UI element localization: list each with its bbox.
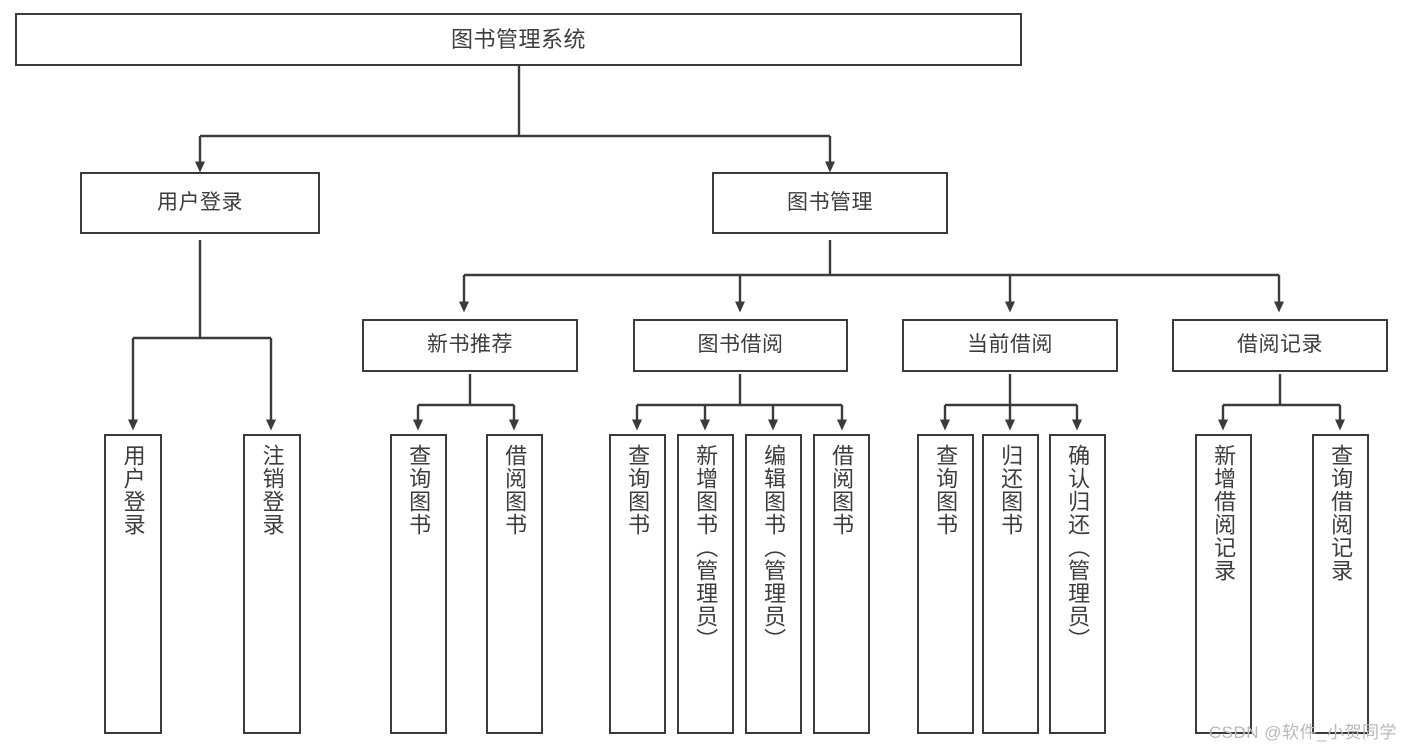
node-label: 当前借阅 <box>967 333 1053 357</box>
leaf-borrow-book-1[interactable]: 借阅图书 <box>486 434 543 734</box>
node-label: 图书借阅 <box>697 333 784 357</box>
node-book-manage[interactable]: 图书管理 <box>712 172 948 234</box>
leaf-borrow-book-2[interactable]: 借阅图书 <box>813 434 870 734</box>
leaf-confirm-return[interactable]: 确认归还（管理员） <box>1049 434 1106 734</box>
leaf-logout[interactable]: 注销登录 <box>243 434 301 734</box>
node-label: 查询借阅记录 <box>1328 444 1354 582</box>
node-label: 图书管理系统 <box>450 26 586 52</box>
leaf-query-record[interactable]: 查询借阅记录 <box>1312 434 1369 734</box>
leaf-user-login[interactable]: 用户登录 <box>104 434 162 734</box>
watermark-text: CSDN @软件_小贺同学 <box>1208 723 1397 742</box>
leaf-query-book-3[interactable]: 查询图书 <box>917 434 974 734</box>
node-label: 编辑图书（管理员） <box>761 444 787 651</box>
node-label: 查询图书 <box>406 444 432 536</box>
node-current-borrow[interactable]: 当前借阅 <box>902 319 1118 372</box>
node-label: 新增图书（管理员） <box>693 444 719 651</box>
node-label: 查询图书 <box>933 444 959 536</box>
node-label: 借阅记录 <box>1237 333 1323 357</box>
leaf-query-book-2[interactable]: 查询图书 <box>609 434 666 734</box>
leaf-add-book[interactable]: 新增图书（管理员） <box>677 434 734 734</box>
node-label: 新增借阅记录 <box>1211 444 1237 582</box>
node-root-system[interactable]: 图书管理系统 <box>15 13 1022 66</box>
node-label: 用户登录 <box>120 444 146 536</box>
node-label: 确认归还（管理员） <box>1065 444 1091 651</box>
node-borrow-record[interactable]: 借阅记录 <box>1172 319 1388 372</box>
node-label: 借阅图书 <box>502 444 528 536</box>
node-label: 归还图书 <box>998 444 1024 536</box>
node-book-borrow[interactable]: 图书借阅 <box>633 319 848 372</box>
node-new-book-rec[interactable]: 新书推荐 <box>362 319 578 372</box>
node-label: 图书管理 <box>787 190 873 214</box>
node-label: 新书推荐 <box>427 333 513 357</box>
node-label: 注销登录 <box>259 444 285 536</box>
node-label: 借阅图书 <box>829 444 855 536</box>
leaf-edit-book[interactable]: 编辑图书（管理员） <box>745 434 802 734</box>
node-label: 用户登录 <box>157 190 243 214</box>
leaf-query-book-1[interactable]: 查询图书 <box>390 434 447 734</box>
node-user-login[interactable]: 用户登录 <box>80 172 320 234</box>
leaf-add-record[interactable]: 新增借阅记录 <box>1195 434 1252 734</box>
node-label: 查询图书 <box>625 444 651 536</box>
leaf-return-book[interactable]: 归还图书 <box>982 434 1039 734</box>
